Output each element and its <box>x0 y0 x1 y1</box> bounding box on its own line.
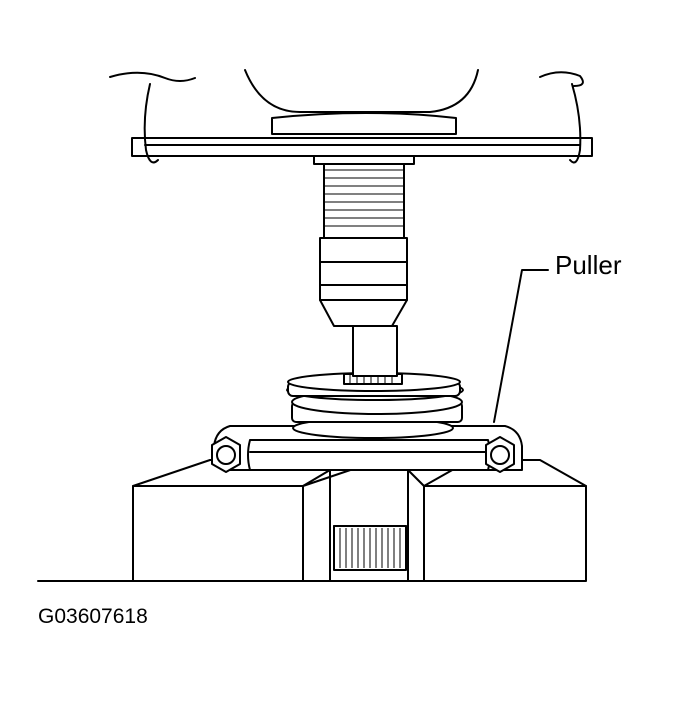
bearing-assembly <box>286 372 464 439</box>
gear-shaft <box>333 525 407 571</box>
puller-leader-line <box>493 269 549 423</box>
adapter-shaft <box>319 237 408 377</box>
left-hook <box>109 71 196 164</box>
top-dome <box>244 69 479 113</box>
forcing-screw <box>313 153 415 239</box>
crossbar <box>131 112 593 157</box>
figure-id: G03607618 <box>38 605 148 628</box>
right-bolt <box>485 436 515 473</box>
puller-plate <box>211 425 523 473</box>
left-bolt <box>211 436 241 473</box>
puller-label: Puller <box>555 250 622 280</box>
right-hook <box>539 71 584 164</box>
